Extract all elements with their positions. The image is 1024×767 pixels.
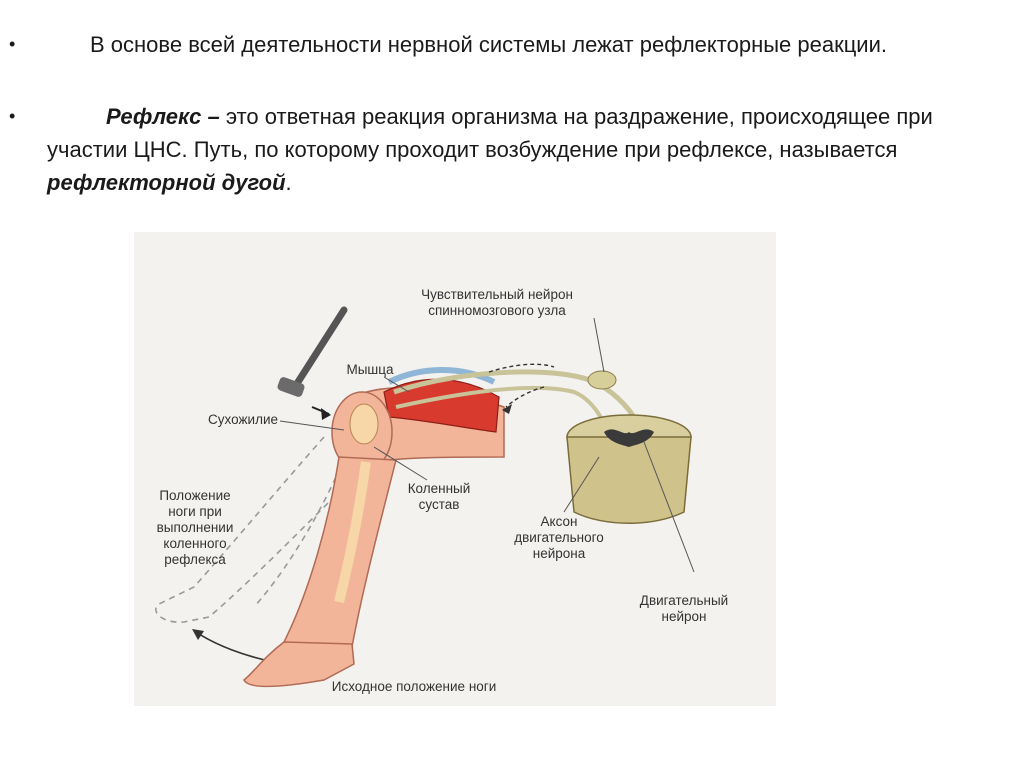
ganglion (587, 370, 617, 390)
label-motor-axon: Аксон двигательного нейрона (514, 514, 604, 561)
bullet-text-1: В основе всей деятельности нервной систе… (47, 28, 947, 61)
leader-axon (563, 456, 600, 513)
foot (243, 641, 355, 688)
label-motor-neuron: Двигательный нейрон (639, 593, 729, 624)
label-tendon: Сухожилие (208, 412, 278, 427)
bullet-text-2: Рефлекс – это ответная реакция организма… (47, 100, 947, 199)
label-reflex-position: Положение ноги при выполнении коленного … (156, 488, 234, 567)
reflex-leg-outline-2 (253, 446, 350, 608)
label-sensory-neuron: Чувствительный нейрон спинномозгового уз… (421, 287, 573, 318)
bullet-dot: • (9, 34, 16, 54)
label-knee-joint: Коленный сустав (407, 481, 471, 512)
sensory-nerve (393, 369, 637, 419)
movement-arrowhead (192, 629, 204, 640)
spinal-cord-body (566, 436, 692, 524)
bullet-dot: • (9, 106, 16, 126)
leader-tendon (279, 420, 345, 431)
motor-signal-arrow (505, 386, 545, 408)
leader-knee (373, 446, 428, 481)
term-reflex-arc: рефлекторной дугой (47, 170, 286, 195)
knee-cap (349, 403, 379, 445)
stimulus-arrowhead (321, 408, 331, 420)
bullet-1-text: В основе всей деятельности нервной систе… (90, 32, 887, 57)
bone (334, 461, 371, 604)
leader-sensory (593, 317, 605, 373)
shin (282, 456, 397, 648)
bullet-2-text-1: это ответная реакция организма на раздра… (47, 104, 933, 162)
reflex-leg-outline (155, 436, 335, 623)
label-initial-position: Исходное положение ноги (331, 679, 497, 694)
leader-motor (643, 441, 695, 573)
grey-matter (604, 429, 654, 447)
hammer-handle (294, 306, 348, 386)
sensory-signal-arrow (488, 363, 555, 373)
motor-signal-arrowhead (502, 404, 512, 414)
reflex-arc-illustration (155, 306, 695, 688)
hammer-head (277, 377, 305, 397)
bullet-2-text-2: . (285, 170, 292, 195)
label-muscle: Мышца (346, 362, 394, 377)
leader-muscle (383, 376, 410, 393)
reflex-arc-diagram: Чувствительный нейрон спинномозгового уз… (134, 232, 776, 706)
muscle-top (387, 367, 496, 385)
term-reflex: Рефлекс – (106, 104, 220, 129)
